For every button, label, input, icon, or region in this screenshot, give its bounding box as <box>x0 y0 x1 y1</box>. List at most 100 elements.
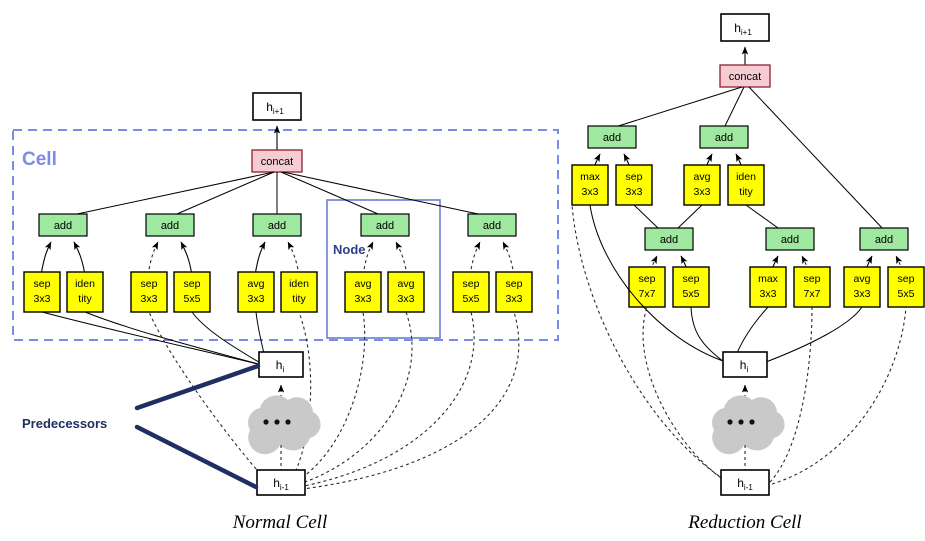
edge-hprev-op <box>148 311 265 479</box>
hi-sub: i <box>282 365 284 374</box>
input-node-hi-normal: hi <box>258 351 304 378</box>
edge-op-add <box>40 241 52 276</box>
panel-caption-reduction: Reduction Cell <box>687 512 801 533</box>
op-line1: avg <box>398 278 415 290</box>
op-line2: 3x3 <box>506 293 523 305</box>
op-node: sep 5x5 <box>452 271 490 313</box>
op-line2: 3x3 <box>582 186 599 198</box>
op-node: iden tity <box>66 271 104 313</box>
op-node: iden tity <box>727 164 765 206</box>
reduction-cell-panel: hi+1 concat add add max 3 <box>571 13 925 533</box>
concat-node-reduction: concat <box>719 64 771 88</box>
op-node: sep 3x3 <box>130 271 168 313</box>
op-line2: 7x7 <box>804 288 821 300</box>
input-node-hprev-normal: hi-1 <box>256 469 306 496</box>
add-label: add <box>161 220 179 232</box>
op-line2: 3x3 <box>760 288 777 300</box>
hi-h: h <box>276 358 283 372</box>
predecessor-line-hprev <box>134 424 259 490</box>
op-line1: sep <box>34 278 51 290</box>
svg-text:hi-1: hi-1 <box>737 476 753 492</box>
edge-op-add <box>469 241 481 276</box>
op-node: avg 3x3 <box>843 266 881 308</box>
op-line2: 3x3 <box>248 293 265 305</box>
edge-hi-op <box>41 311 263 366</box>
output-node-normal: hi+1 <box>252 92 302 121</box>
edge-hprev-op <box>769 306 813 483</box>
edge-concat-add-1 <box>62 171 275 218</box>
edge-hprev-op <box>291 311 366 485</box>
edge-hi-op <box>84 311 263 366</box>
op-line1: iden <box>736 171 756 183</box>
add-label: add <box>875 234 893 246</box>
add-label: add <box>781 234 799 246</box>
op-line1: sep <box>141 278 158 290</box>
edge-concat-add-1 <box>611 86 743 129</box>
op-line2: tity <box>292 293 306 305</box>
op-line1: avg <box>248 278 265 290</box>
op-line2: 3x3 <box>355 293 372 305</box>
op-line2: 3x3 <box>854 288 871 300</box>
edge-hi-op <box>589 204 727 363</box>
op-line1: max <box>580 171 601 183</box>
svg-text:hi+1: hi+1 <box>734 21 752 37</box>
op-line1: sep <box>463 278 480 290</box>
edge-hprev-op <box>292 311 413 487</box>
op-line2: 5x5 <box>683 288 700 300</box>
add-node: add <box>859 227 909 251</box>
edge-op-add <box>287 241 300 276</box>
add-node: add <box>145 213 195 237</box>
edge-hi-op <box>191 311 263 365</box>
add-label: add <box>660 234 678 246</box>
op-node: avg 3x3 <box>237 271 275 313</box>
edge-op-add <box>395 241 408 276</box>
input-node-hprev-reduction: hi-1 <box>720 469 770 496</box>
op-line1: avg <box>355 278 372 290</box>
edge-op-add <box>254 241 266 276</box>
svg-text:hi+1: hi+1 <box>266 100 284 116</box>
edge-op-add <box>502 241 515 276</box>
add-node: add <box>587 125 637 149</box>
output-h-sub: i+1 <box>741 28 752 37</box>
op-line2: tity <box>739 186 753 198</box>
hprev-sub: i-1 <box>744 483 753 492</box>
edge-hprev-op <box>571 204 720 477</box>
input-node-hi-reduction: hi <box>722 351 768 378</box>
op-line2: 3x3 <box>34 293 51 305</box>
add-node: add <box>765 227 815 251</box>
op-node: sep 3x3 <box>23 271 61 313</box>
op-node: avg 3x3 <box>344 271 382 313</box>
predecessor-line-hi <box>134 363 261 411</box>
edge-concat-add-2 <box>723 86 745 129</box>
node-boundary <box>326 199 441 339</box>
op-line2: 3x3 <box>694 186 711 198</box>
panel-caption-normal: Normal Cell <box>232 512 327 533</box>
svg-text:hi-1: hi-1 <box>273 476 289 492</box>
op-node: avg 3x3 <box>683 164 721 206</box>
edge-op-add <box>147 241 159 276</box>
add-label: add <box>268 220 286 232</box>
op-node: sep 5x5 <box>672 266 710 308</box>
concat-node-normal: concat <box>251 149 303 173</box>
add-label: add <box>54 220 72 232</box>
predecessors-label: Predecessors <box>22 416 107 431</box>
hprev-h: h <box>273 476 280 490</box>
op-line2: 7x7 <box>639 288 656 300</box>
op-line1: sep <box>184 278 201 290</box>
op-node: sep 7x7 <box>793 266 831 308</box>
op-line2: 3x3 <box>626 186 643 198</box>
edge-concat-add-2 <box>169 171 275 218</box>
node-label: Node <box>333 242 366 257</box>
op-line1: sep <box>626 171 643 183</box>
op-line1: sep <box>639 273 656 285</box>
add-label: add <box>603 132 621 144</box>
op-line2: 5x5 <box>463 293 480 305</box>
edge-hprev-op <box>642 306 722 479</box>
op-node: sep 7x7 <box>628 266 666 308</box>
add-label: add <box>715 132 733 144</box>
output-h-sub: i+1 <box>273 107 284 116</box>
edge-concat-add-4 <box>280 171 386 218</box>
add-node: add <box>467 213 517 237</box>
hi-sub: i <box>746 365 748 374</box>
